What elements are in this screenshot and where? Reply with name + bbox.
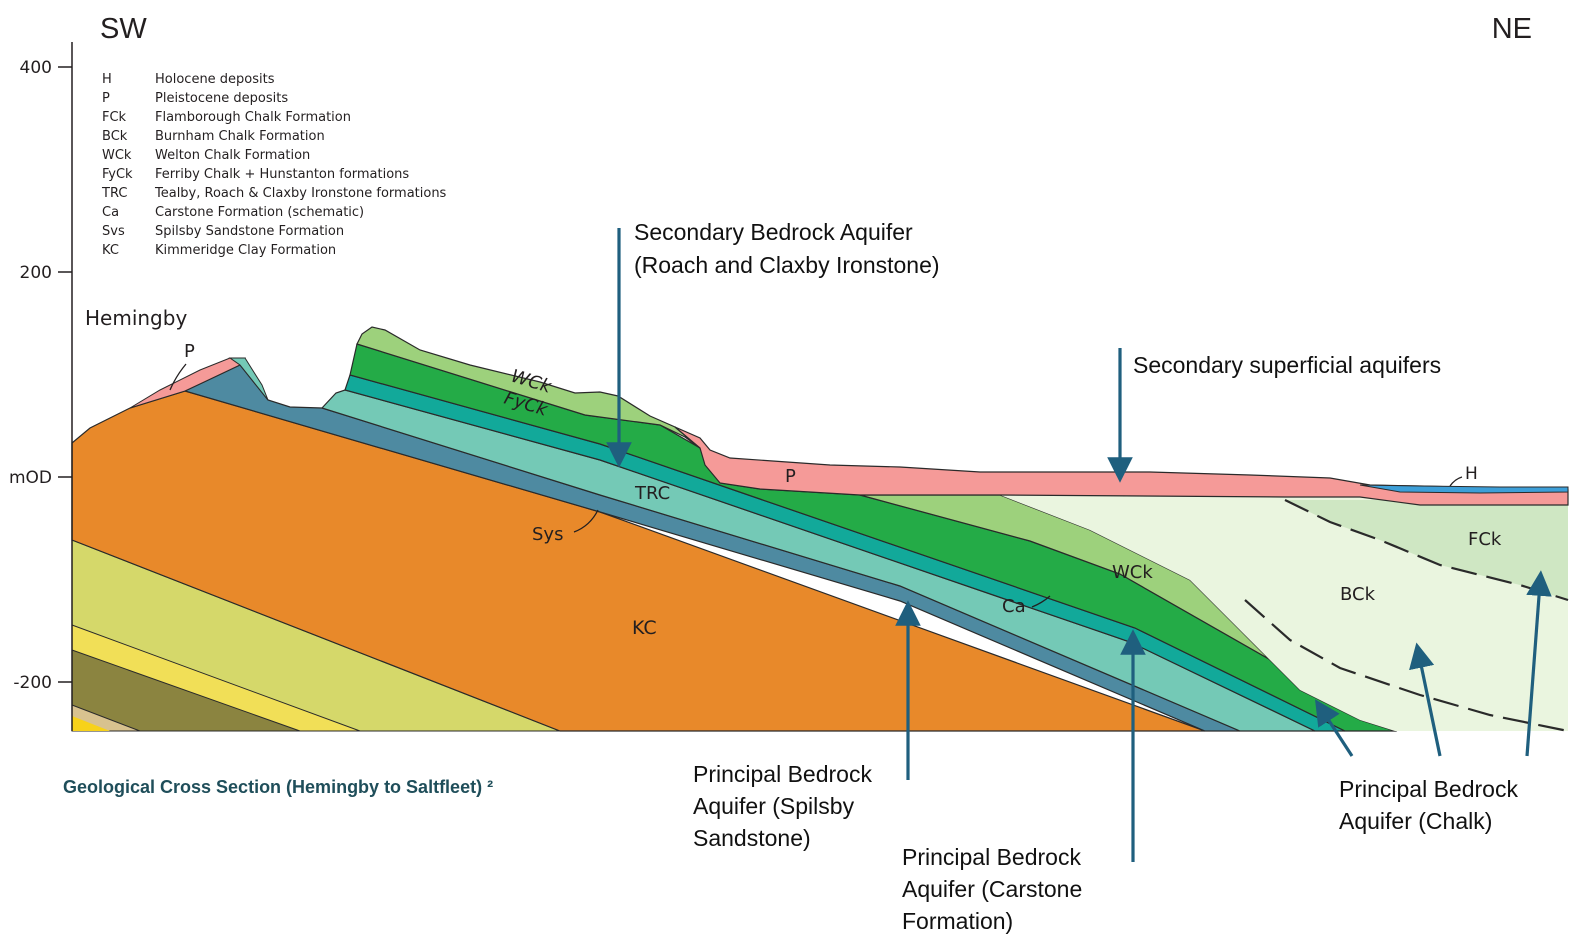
unit-label-trc: TRC [634, 483, 670, 504]
unit-label-fck: FCk [1468, 529, 1502, 550]
legend-code-wck: WCk [102, 148, 132, 163]
legend-code-fyck: FyCk [102, 167, 133, 182]
legend-code-bck: BCk [102, 129, 128, 144]
annotation-arrows [606, 228, 1552, 862]
arrow-principal-chalk-2 [1409, 642, 1442, 757]
legend-name-p: Pleistocene deposits [155, 91, 288, 106]
bck-wck-boundary [1244, 599, 1569, 733]
annot-secondary-bedrock-1: Secondary Bedrock Aquifer [634, 219, 913, 245]
annot-principal-carstone-1: Principal Bedrock [902, 844, 1081, 870]
annot-principal-spilsby-3: Sandstone) [693, 825, 811, 851]
annotations: Secondary Bedrock Aquifer (Roach and Cla… [634, 219, 1518, 934]
p-left-pointer [169, 363, 187, 391]
y-tick-label-200: 200 [20, 263, 52, 283]
legend-code-fck: FCk [102, 110, 127, 125]
legend-name-fck: Flamborough Chalk Formation [155, 110, 351, 125]
annot-principal-spilsby-1: Principal Bedrock [693, 761, 872, 787]
legend-code-svs: Svs [102, 224, 125, 239]
legend: H Holocene deposits P Pleistocene deposi… [101, 72, 447, 258]
unit-labels: P WCk FyCk TRC Sys KC P WCk Ca BCk FCk H [169, 341, 1502, 639]
unit-label-p-left: P [184, 341, 195, 362]
wck-unit [356, 326, 701, 449]
legend-code-trc: TRC [101, 186, 127, 201]
cross-section-body [71, 326, 1569, 733]
orientation-ne: NE [1492, 13, 1532, 45]
y-tick-label-minus200: -200 [13, 673, 52, 693]
h-unit [1359, 484, 1569, 494]
trc-left-outcrop [228, 357, 269, 401]
unit-label-bck: BCk [1340, 584, 1376, 605]
unit-label-ca: Ca [1002, 596, 1026, 617]
legend-name-trc: Tealby, Roach & Claxby Ironstone formati… [154, 186, 447, 201]
annot-principal-chalk-1: Principal Bedrock [1339, 776, 1518, 802]
figure-caption: Geological Cross Section (Hemingby to Sa… [63, 777, 493, 797]
legend-code-ca: Ca [102, 205, 119, 220]
y-axis: 400 200 mOD -200 [9, 42, 73, 731]
annot-principal-chalk-2: Aquifer (Chalk) [1339, 808, 1492, 834]
unit-label-p-mid: P [785, 466, 796, 487]
unit-label-wck-lower: WCk [1112, 562, 1153, 583]
unit-label-sys: Sys [532, 524, 563, 545]
legend-name-wck: Welton Chalk Formation [155, 148, 310, 163]
h-pointer [1449, 476, 1463, 487]
legend-name-svs: Spilsby Sandstone Formation [155, 224, 344, 239]
arrow-principal-chalk-3 [1525, 570, 1552, 757]
legend-name-ca: Carstone Formation (schematic) [155, 205, 364, 220]
orientation-sw: SW [100, 13, 147, 45]
y-tick-label-400: 400 [20, 58, 52, 78]
legend-name-fyck: Ferriby Chalk + Hunstanton formations [155, 167, 409, 182]
legend-name-kc: Kimmeridge Clay Formation [155, 243, 336, 258]
place-label: Hemingby [85, 306, 187, 330]
sys-pointer [573, 509, 599, 533]
annot-principal-carstone-3: Formation) [902, 908, 1013, 934]
unit-label-h: H [1465, 464, 1478, 484]
annot-secondary-bedrock-2: (Roach and Claxby Ironstone) [634, 252, 940, 278]
annot-principal-spilsby-2: Aquifer (Spilsby [693, 793, 855, 819]
unit-label-kc: KC [632, 617, 657, 639]
legend-code-kc: KC [102, 243, 119, 258]
fck-unit [1285, 500, 1568, 600]
ca-pointer [1031, 595, 1051, 608]
legend-name-bck: Burnham Chalk Formation [155, 129, 325, 144]
legend-name-h: Holocene deposits [155, 72, 275, 87]
arrow-principal-chalk-1 [1315, 699, 1354, 757]
legend-code-p: P [102, 91, 110, 106]
annot-secondary-superficial-1: Secondary superficial aquifers [1133, 352, 1441, 378]
legend-code-h: H [102, 72, 112, 87]
lower-unit-bright-yellow [72, 716, 110, 731]
annot-principal-carstone-2: Aquifer (Carstone [902, 876, 1082, 902]
y-tick-label-mod: mOD [9, 468, 52, 488]
